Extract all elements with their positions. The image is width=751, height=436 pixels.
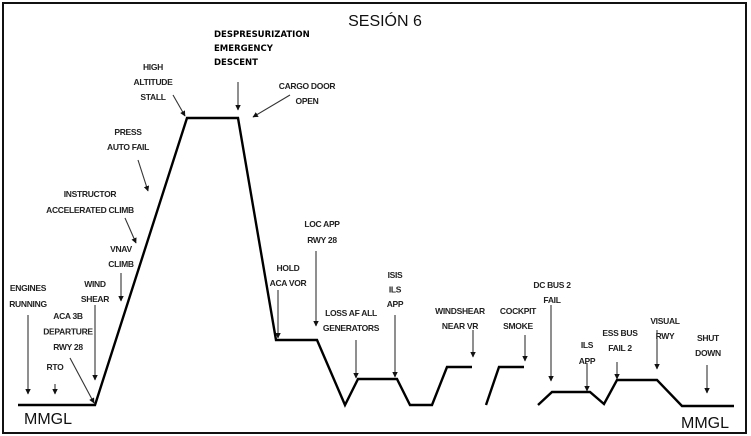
event-visual-rwy: VISUAL RWY — [650, 316, 680, 370]
event-label-line: SMOKE — [503, 321, 533, 331]
event-press-auto-fail: PRESS AUTO FAIL — [107, 127, 150, 192]
event-loss-generators: LOSS AF ALL GENERATORS — [323, 308, 380, 379]
event-label-line: CARGO DOOR — [279, 81, 336, 91]
event-label-line: RWY 28 — [53, 342, 83, 352]
event-label-line: LOC APP — [304, 219, 340, 229]
event-label-line: ACA 3B — [53, 311, 83, 321]
arrival-airport-label: MMGL — [681, 415, 729, 432]
event-ils-app: ILS APP — [579, 340, 596, 392]
event-label-line: FAIL 2 — [608, 343, 632, 353]
event-label-line: DOWN — [695, 348, 721, 358]
event-label-line: ALTITUDE — [134, 77, 174, 87]
event-label-line: CLIMB — [108, 259, 134, 269]
event-label-line: VNAV — [110, 244, 132, 254]
event-windshear-near-vr: WINDSHEAR NEAR VR — [435, 306, 485, 358]
event-label-line: EMERGENCY — [214, 44, 274, 54]
event-label-line: GENERATORS — [323, 323, 380, 333]
profile-segment-1 — [18, 116, 472, 408]
event-ess-bus-fail: ESS BUS FAIL 2 — [602, 328, 639, 380]
event-label-line: INSTRUCTOR — [64, 189, 117, 199]
event-loc-app: LOC APP RWY 28 — [304, 219, 341, 327]
event-label-line: DESPRESURIZATION — [214, 30, 310, 40]
event-label-line: WIND — [84, 279, 106, 289]
event-label-line: APP — [387, 299, 404, 309]
event-label-line: STALL — [140, 92, 165, 102]
event-label-line: NEAR VR — [442, 321, 478, 331]
profile-segment-2 — [484, 365, 524, 406]
event-label-line: RWY 28 — [307, 235, 337, 245]
event-despresurization: DESPRESURIZATION EMERGENCY DESCENT — [214, 30, 310, 111]
diagram-title: SESIÓN 6 — [348, 11, 422, 30]
event-label-line: APP — [579, 356, 596, 366]
event-aca-3b-departure: ACA 3B DEPARTURE RWY 28 — [43, 311, 95, 404]
event-label-line: RTO — [47, 362, 65, 372]
event-label-line: HOLD — [277, 263, 300, 273]
event-instructor-accelerated-climb: INSTRUCTOR ACCELERATED CLIMB — [46, 189, 137, 244]
event-label-line: SHUT — [697, 333, 720, 343]
event-label-line: WINDSHEAR — [435, 306, 485, 316]
event-label-line: SHEAR — [81, 294, 109, 304]
event-hold-aca-vor: HOLD ACA VOR — [270, 263, 307, 339]
event-label-line: PRESS — [114, 127, 142, 137]
event-label-line: DESCENT — [214, 58, 258, 68]
event-label-line: AUTO FAIL — [107, 142, 149, 152]
event-label-line: RUNNING — [9, 299, 47, 309]
arrow-down-icon — [69, 357, 95, 404]
event-label-line: DC BUS 2 — [533, 280, 571, 290]
event-label-line: ISIS — [388, 270, 403, 280]
event-label-line: DEPARTURE — [43, 327, 93, 337]
event-high-altitude-stall: HIGH ALTITUDE STALL — [134, 62, 186, 117]
event-label-line: HIGH — [143, 62, 163, 72]
event-label-line: ACCELERATED CLIMB — [46, 205, 134, 215]
event-isis-ils-app: ISIS ILS APP — [387, 270, 404, 378]
event-label-line: ACA VOR — [270, 278, 307, 288]
event-cargo-door-open: CARGO DOOR OPEN — [252, 81, 336, 118]
event-shut-down: SHUT DOWN — [695, 333, 721, 394]
event-wind-shear: WIND SHEAR — [81, 279, 110, 381]
profile-segment-3 — [537, 378, 734, 408]
event-cockpit-smoke: COCKPIT SMOKE — [500, 306, 537, 362]
event-label-line: RWY — [656, 331, 675, 341]
event-engines-running: ENGINES RUNNING — [9, 283, 48, 395]
arrow-down-icon — [124, 217, 137, 244]
event-label-line: FAIL — [543, 295, 560, 305]
event-label-line: ENGINES — [10, 283, 47, 293]
event-rto: RTO — [47, 362, 65, 395]
event-label-line: OPEN — [296, 96, 319, 106]
departure-airport-label: MMGL — [24, 411, 72, 428]
event-vnav-climb: VNAV CLIMB — [108, 244, 134, 302]
event-label-line: ILS — [389, 285, 402, 295]
event-label-line: LOSS AF ALL — [325, 308, 377, 318]
event-label-line: VISUAL — [650, 316, 679, 326]
event-label-line: ILS — [581, 340, 594, 350]
event-label-line: ESS BUS — [602, 328, 638, 338]
event-label-line: COCKPIT — [500, 306, 537, 316]
arrow-down-icon — [252, 94, 291, 118]
arrow-down-icon — [172, 94, 186, 117]
arrow-down-icon — [137, 159, 150, 192]
event-dc-bus-2-fail: DC BUS 2 FAIL — [533, 280, 572, 382]
